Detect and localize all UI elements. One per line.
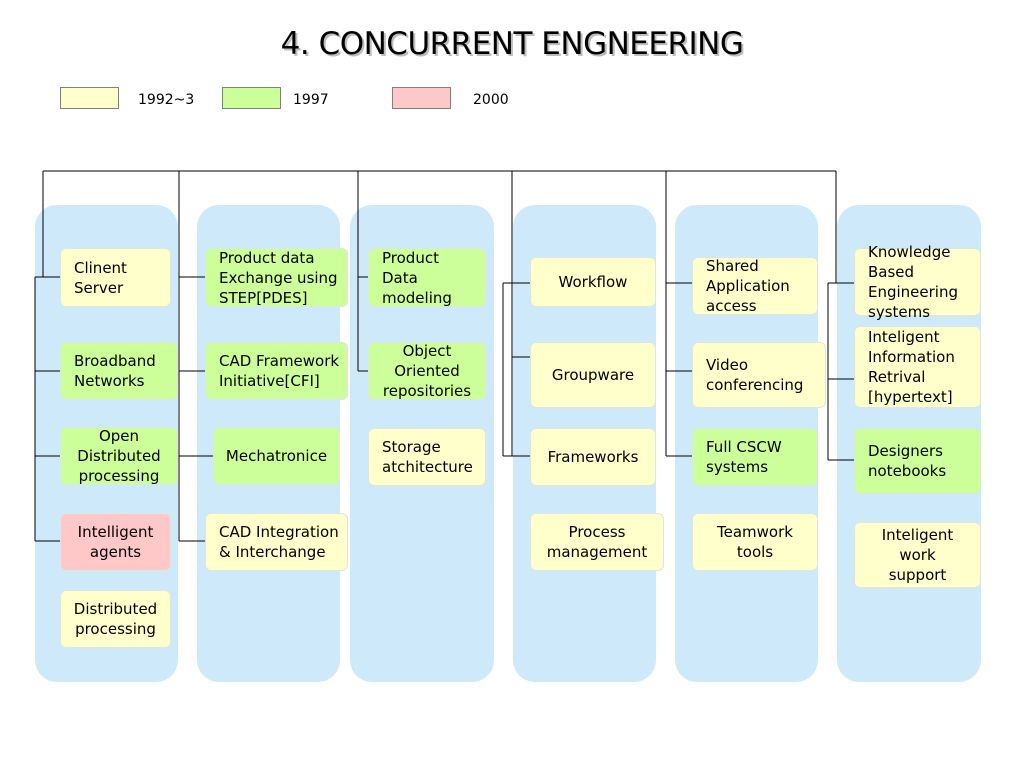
box-frameworks: Frameworks (530, 428, 656, 486)
box-video-conferencing: Video conferencing (692, 342, 826, 408)
box-distributed-processing: Distributed processing (60, 590, 171, 648)
legend-label-1997: 1997 (293, 92, 329, 108)
legend-swatch-2000 (392, 87, 451, 109)
box-cad-integration: CAD Integration & Interchange (205, 513, 348, 571)
box-knowledge-based-engineering: Knowledge Based Engineering systems (854, 243, 981, 321)
box-open-distributed-processing: Open Distributed processing (60, 427, 178, 485)
box-shared-application-access: Shared Application access (692, 257, 818, 315)
page-title: 4. CONCURRENT ENGNEERING (280, 26, 744, 62)
box-groupware: Groupware (530, 342, 656, 408)
box-mechatronice: Mechatronice (213, 427, 340, 485)
legend-label-2000: 2000 (473, 92, 509, 108)
box-intelligent-agents: Intelligent agents (60, 513, 171, 571)
legend-swatch-1992 (60, 87, 119, 109)
box-client-server: Clinent Server (60, 248, 171, 307)
box-storage-architecture: Storage atchitecture (368, 428, 486, 486)
box-object-oriented-repositories: Object Oriented repositories (368, 342, 486, 400)
box-cad-framework-initiative: CAD Framework Initiative[CFI] (205, 342, 348, 400)
box-broadband-networks: Broadband Networks (60, 342, 178, 400)
box-designers-notebooks: Designers notebooks (854, 428, 981, 494)
box-product-data-exchange: Product data Exchange using STEP[PDES] (205, 248, 348, 307)
box-process-management: Process management (530, 513, 664, 571)
box-workflow: Workflow (530, 257, 656, 307)
box-full-cscw-systems: Full CSCW systems (692, 428, 818, 486)
box-inteligent-work-support: Inteligent work support (854, 522, 981, 588)
box-product-data-modeling: Product Data modeling (368, 248, 486, 307)
legend-swatch-1997 (222, 87, 281, 109)
box-inteligent-information-retrival: Inteligent Information Retrival [hyperte… (854, 326, 981, 408)
legend-label-1992: 1992~3 (138, 92, 195, 108)
box-teamwork-tools: Teamwork tools (692, 513, 818, 571)
